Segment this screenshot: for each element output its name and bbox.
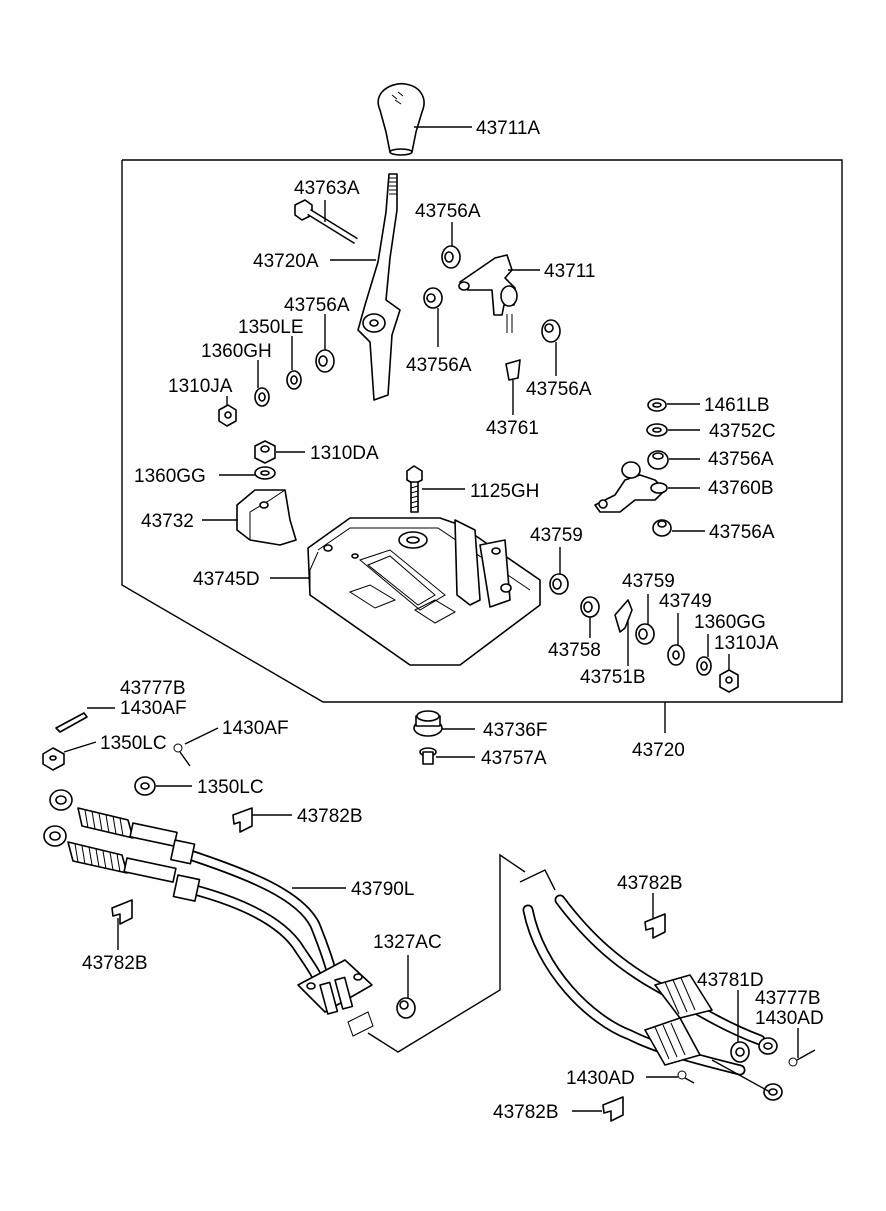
label-1360GG-left: 1360GG: [134, 466, 206, 487]
bushing-43759-a: [549, 573, 569, 595]
assembly-frame: [121, 159, 843, 703]
label-43777B-right: 43777B: [755, 988, 821, 1009]
bushing-43781D: [730, 1041, 750, 1063]
bushing-43757A: [419, 747, 437, 765]
label-1430AF-b: 1430AF: [222, 718, 289, 739]
bushing-43756A-r2: [652, 519, 672, 537]
bushing-43756A-r1: [647, 450, 669, 470]
bolt-1125GH: [406, 465, 423, 513]
label-1461LB: 1461LB: [704, 395, 770, 416]
washer-43749: [667, 644, 685, 666]
bushing-43756A-left: [315, 349, 335, 373]
label-43711: 43711: [544, 261, 595, 282]
label-1350LE: 1350LE: [238, 317, 304, 338]
shift-lever: [357, 173, 401, 401]
washer-1360GH: [254, 387, 270, 407]
clip-43782B-b: [111, 899, 133, 925]
pin-1430AF: [173, 743, 191, 767]
label-1430AF-a: 1430AF: [120, 698, 187, 719]
label-1350LC-a: 1350LC: [100, 733, 167, 754]
label-1125GH: 1125GH: [470, 481, 539, 502]
bushing-1327AC: [396, 997, 416, 1019]
label-43761: 43761: [486, 418, 539, 439]
label-43760B: 43760B: [708, 478, 774, 499]
label-43756A-r2: 43756A: [709, 522, 775, 543]
label-43781D: 43781D: [697, 970, 764, 991]
cable-43790L: [43, 789, 374, 1037]
clip-43751B: [614, 599, 633, 633]
bushing-43756A-right: [541, 319, 561, 343]
label-43782B-a: 43782B: [297, 806, 363, 827]
label-1327AC: 1327AC: [373, 932, 442, 953]
shift-selector-43711: [458, 254, 518, 333]
label-43720A: 43720A: [253, 251, 319, 272]
clip-43761: [505, 359, 521, 381]
label-43759-b: 43759: [622, 571, 675, 592]
bracket-43732: [236, 489, 297, 546]
label-43756A-r1: 43756A: [708, 449, 774, 470]
label-1310JA-right: 1310JA: [714, 633, 779, 654]
label-43758: 43758: [548, 640, 601, 661]
clip-43782B-d: [602, 1096, 624, 1122]
washer-1350LE: [286, 370, 302, 390]
label-43720: 43720: [632, 740, 685, 761]
cable-43790L-right: [522, 894, 783, 1101]
washer-1350LC-b: [134, 776, 156, 796]
label-43790L: 43790L: [351, 879, 414, 900]
label-1430AD-a: 1430AD: [755, 1008, 824, 1029]
cable-route-outline: [367, 853, 526, 1053]
bushing-43756A-top: [441, 245, 461, 269]
pin-43777B-left: [55, 712, 88, 733]
clip-43782B-c: [644, 913, 666, 939]
pin-1430AD-right: [788, 1049, 816, 1067]
bushing-43759-b: [635, 623, 655, 645]
label-43749: 43749: [659, 591, 712, 612]
cable-cut-right: [519, 869, 556, 891]
label-43782B-b: 43782B: [82, 953, 148, 974]
bolt-43763A: [294, 199, 358, 244]
leader-1430AF-b: [184, 727, 219, 745]
washer-1461LB: [647, 398, 667, 412]
nut-1310JA-right: [719, 669, 739, 693]
lever-43760B: [594, 461, 668, 513]
label-43711A: 43711A: [476, 118, 540, 139]
label-1310DA: 1310DA: [310, 443, 379, 464]
washer-1360GG-right: [696, 656, 712, 676]
leader-1350LC-a: [63, 741, 97, 753]
bushing-43758: [580, 596, 600, 618]
label-43763A: 43763A: [294, 178, 360, 199]
washer-1360GG-left: [254, 466, 276, 480]
label-43757A: 43757A: [481, 748, 547, 769]
label-43756A-left: 43756A: [284, 295, 350, 316]
nut-1350LC-a: [42, 747, 65, 771]
bushing-43756A-mid: [423, 287, 443, 309]
label-43756A-top: 43756A: [415, 201, 481, 222]
base-plate-43745D: [307, 517, 541, 666]
grommet-43736F: [413, 710, 443, 737]
label-1350LC-b: 1350LC: [197, 777, 264, 798]
label-1310JA-left: 1310JA: [168, 376, 233, 397]
shift-knob: [377, 83, 425, 156]
label-43782B-c: 43782B: [617, 873, 683, 894]
washer-43752C: [646, 423, 668, 437]
label-43732: 43732: [141, 511, 194, 532]
label-43736F: 43736F: [483, 720, 547, 741]
label-1360GH: 1360GH: [201, 341, 272, 362]
clip-43782B-a: [232, 807, 253, 833]
label-43752C: 43752C: [709, 421, 776, 442]
label-43777B-left: 43777B: [120, 678, 186, 699]
label-43756A-right: 43756A: [526, 379, 592, 400]
label-43782B-d: 43782B: [493, 1102, 559, 1123]
nut-1310JA-left: [218, 404, 237, 427]
label-43759-a: 43759: [530, 525, 583, 546]
pin-1430AD-lower: [677, 1070, 695, 1084]
label-1360GG-right: 1360GG: [694, 612, 766, 633]
label-43745D: 43745D: [193, 569, 260, 590]
nut-1310DA: [254, 440, 276, 464]
label-43756A-mid: 43756A: [406, 355, 472, 376]
label-1430AD-b: 1430AD: [566, 1068, 635, 1089]
label-43751B: 43751B: [580, 667, 646, 688]
